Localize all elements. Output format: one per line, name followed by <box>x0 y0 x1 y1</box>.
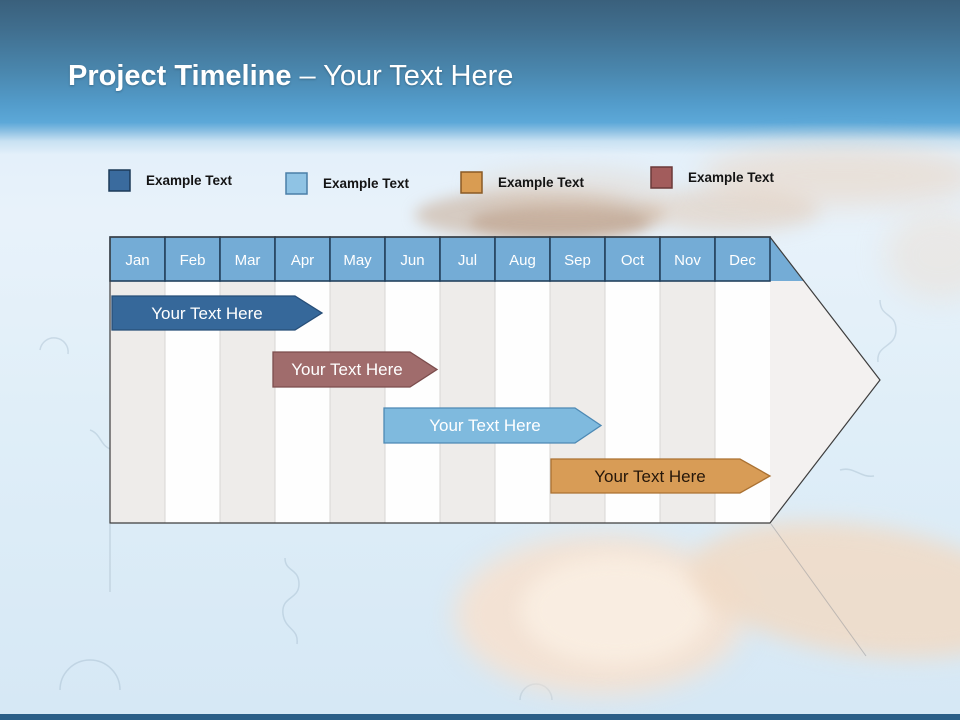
legend-label: Example Text <box>688 170 775 185</box>
task-bar-4-label: Your Text Here <box>594 467 706 486</box>
month-label-mar: Mar <box>235 252 261 269</box>
slide-title-sub: – Your Text Here <box>299 60 514 92</box>
legend-label: Example Text <box>146 173 233 188</box>
month-label-feb: Feb <box>180 252 206 269</box>
puzzle-edge <box>59 659 121 691</box>
slide-title-main: Project Timeline <box>68 60 292 92</box>
photo-arm <box>700 146 960 206</box>
month-label-nov: Nov <box>674 252 701 269</box>
slide-title: Project Timeline– Your Text Here <box>68 60 513 93</box>
legend-label: Example Text <box>498 175 585 190</box>
month-label-jan: Jan <box>125 252 149 269</box>
legend-swatch-rect <box>650 166 673 189</box>
legend-item-2: Example Text <box>285 172 409 195</box>
month-label-dec: Dec <box>729 252 756 269</box>
stripe-jun <box>385 281 440 523</box>
legend-swatch-orange <box>460 171 483 194</box>
legend-swatch-lightblue <box>285 172 308 195</box>
month-labels: Jan Feb Mar Apr May Jun Jul Aug Sep Oct … <box>125 252 756 269</box>
month-cell-sep <box>549 236 606 282</box>
legend-item-1: Example Text <box>108 169 232 192</box>
legend-item-3: Example Text <box>460 171 584 194</box>
puzzle-edge <box>39 337 69 355</box>
month-label-may: May <box>343 252 372 269</box>
legend-item-4: Example Text <box>650 166 774 189</box>
task-bar-2 <box>272 351 439 388</box>
month-cell-jul <box>439 236 496 282</box>
month-header-row: Jan Feb Mar Apr May Jun Jul Aug Sep Oct … <box>109 236 804 282</box>
puzzle-edge <box>839 468 875 477</box>
month-cell-feb <box>164 236 221 282</box>
task-bar-3-label: Your Text Here <box>429 416 541 435</box>
task-bar-1 <box>111 295 324 331</box>
stripe-jul <box>440 281 495 523</box>
slide-footer-bar <box>0 714 960 720</box>
month-label-aug: Aug <box>509 252 536 269</box>
month-label-jul: Jul <box>458 252 477 269</box>
stripe-aug <box>495 281 550 523</box>
month-label-apr: Apr <box>291 252 314 269</box>
month-label-oct: Oct <box>621 252 645 269</box>
task-bars: Your Text Here Your Text Here Your Text … <box>111 295 772 494</box>
legend-swatch-maroon <box>650 166 673 189</box>
photo-hand-fingers <box>415 190 665 240</box>
legend-swatch-rect <box>108 169 131 192</box>
photo-arm <box>470 168 670 208</box>
month-label-sep: Sep <box>564 252 591 269</box>
puzzle-edge <box>877 299 897 363</box>
legend-swatch-rect <box>460 171 483 194</box>
task-bar-3 <box>383 407 603 444</box>
task-bar-2-label: Your Text Here <box>291 360 403 379</box>
task-bar-4 <box>550 458 772 494</box>
timeline-arrow-outline <box>109 236 881 524</box>
task-bar-1-label: Your Text Here <box>151 304 263 323</box>
month-label-jun: Jun <box>400 252 424 269</box>
photo-hand-fist <box>520 555 710 665</box>
legend-swatch-rect <box>285 172 308 195</box>
month-cell-aug <box>494 236 551 282</box>
arrow-reflection <box>109 523 867 657</box>
legend-swatch-darkblue <box>108 169 131 192</box>
photo-hand-fingers <box>470 205 650 239</box>
puzzle-edge <box>282 557 300 645</box>
stripe-may <box>330 281 385 523</box>
legend-label: Example Text <box>323 176 410 191</box>
